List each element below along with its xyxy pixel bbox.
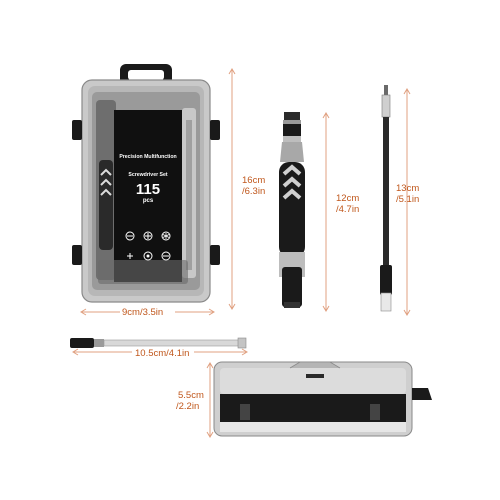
extension-length-arrow <box>402 88 412 316</box>
case-height-in: /6.3in <box>242 186 266 197</box>
flathead-bit-icon <box>125 231 135 241</box>
extension-length-cm: 13cm <box>396 183 420 194</box>
card-title-line2: Screwdriver Set <box>128 172 168 178</box>
pozi-bit-icon <box>161 251 171 261</box>
case-height-cm: 16cm <box>242 175 266 186</box>
screwdriver-handle <box>272 112 312 312</box>
piece-count: 115 <box>135 181 161 198</box>
case-depth-cm: 5.5cm <box>178 390 204 401</box>
handle-length-cm: 12cm <box>336 193 360 204</box>
rod-length-arrow <box>72 348 248 356</box>
case-width-arrow <box>80 308 215 316</box>
handle-length-in: /4.7in <box>336 204 360 215</box>
case-front-view <box>68 60 223 305</box>
flexible-extension <box>375 85 397 315</box>
handle-length-arrow <box>321 112 331 312</box>
cross-bit-icon <box>127 253 133 259</box>
extension-length-in: /5.1in <box>396 194 420 205</box>
piece-count-unit: pcs <box>142 198 154 204</box>
case-side-view <box>210 360 438 438</box>
phillips-bit-icon <box>143 231 153 241</box>
torx-bit-icon <box>161 231 171 241</box>
product-card: Precision Multifunction Screwdriver Set … <box>114 110 182 282</box>
case-depth-arrow <box>205 362 215 438</box>
extension-rod <box>68 333 248 353</box>
case-width-label: 9cm/3.5in <box>122 307 164 318</box>
case-depth-in: /2.2in <box>176 401 200 412</box>
hex-bit-icon <box>143 251 153 261</box>
rod-length-label: 10.5cm/4.1in <box>135 348 190 359</box>
card-title-line1: Precision Multifunction <box>119 154 177 160</box>
case-height-arrow <box>227 68 237 310</box>
